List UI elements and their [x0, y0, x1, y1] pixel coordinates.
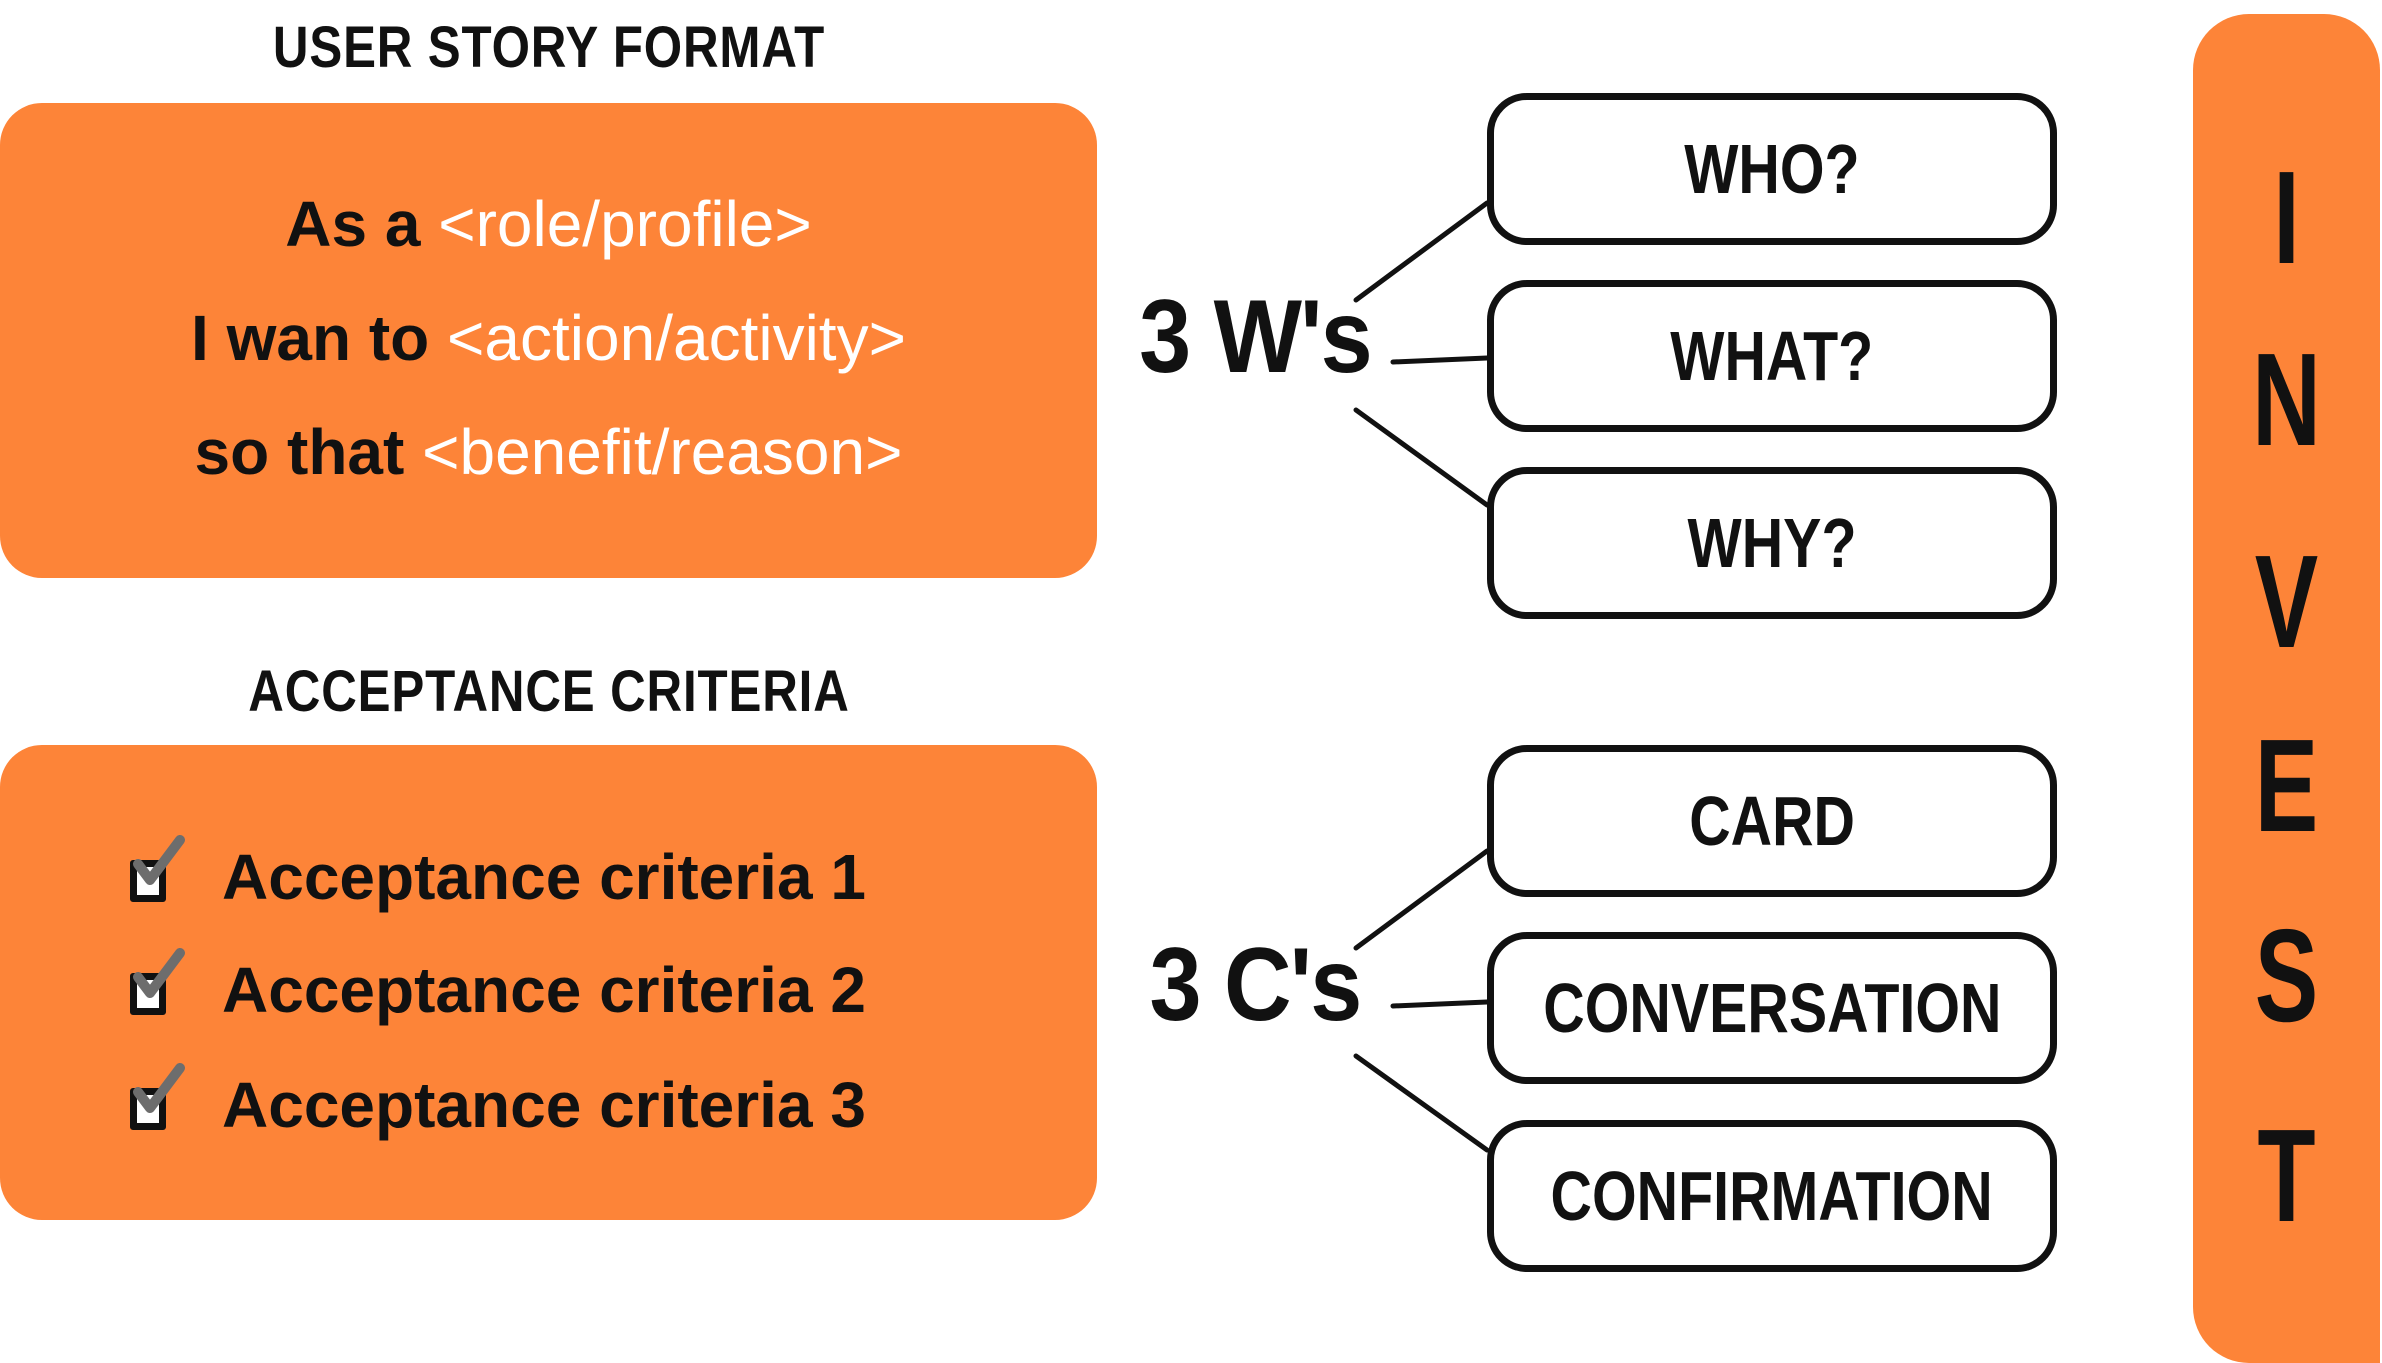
user-story-line-benefit: so that <benefit/reason> — [0, 412, 1097, 492]
pill-card: CARD — [1487, 745, 2057, 897]
invest-bar — [2193, 14, 2380, 1363]
story-prefix: As a — [285, 188, 421, 260]
invest-letter-t: T — [2257, 1102, 2316, 1249]
invest-letter-s: S — [2254, 902, 2319, 1049]
connector-what — [1390, 355, 1490, 365]
invest-letter-i: I — [2273, 144, 2300, 291]
checkbox-icon — [128, 948, 185, 1019]
pill-why: WHY? — [1487, 467, 2057, 619]
user-story-title: USER STORY FORMAT — [272, 15, 826, 80]
criteria-label: Acceptance criteria 2 — [222, 954, 866, 1026]
checkmark-icon — [133, 948, 185, 998]
criteria-row-2: Acceptance criteria 2 — [128, 945, 866, 1035]
criteria-row-1: Acceptance criteria 1 — [128, 832, 866, 922]
checkbox-icon — [128, 835, 185, 906]
connector-who — [1353, 200, 1490, 303]
acceptance-title: ACCEPTANCE CRITERIA — [248, 659, 850, 724]
acceptance-panel — [0, 745, 1097, 1220]
invest-letter-v: V — [2254, 528, 2319, 675]
pill-who: WHO? — [1487, 93, 2057, 245]
three-ws-label: 3 W's — [1139, 279, 1373, 395]
criteria-label: Acceptance criteria 3 — [222, 1069, 866, 1141]
story-highlight: <action/activity> — [447, 302, 906, 374]
pill-conversation: CONVERSATION — [1487, 932, 2057, 1084]
checkbox-icon — [128, 1063, 185, 1134]
user-story-line-role: As a <role/profile> — [0, 184, 1097, 264]
connector-card — [1353, 848, 1490, 951]
three-cs-label: 3 C's — [1149, 927, 1363, 1043]
invest-letter-n: N — [2252, 326, 2321, 473]
story-highlight: <benefit/reason> — [422, 416, 903, 488]
connector-conversation — [1390, 999, 1490, 1009]
criteria-row-3: Acceptance criteria 3 — [128, 1060, 866, 1150]
story-highlight: <role/profile> — [438, 188, 812, 260]
criteria-label: Acceptance criteria 1 — [222, 841, 866, 913]
user-story-line-action: I wan to <action/activity> — [0, 298, 1097, 378]
connector-why — [1353, 407, 1490, 508]
story-prefix: so that — [194, 416, 405, 488]
checkmark-icon — [133, 835, 185, 885]
user-story-panel — [0, 103, 1097, 578]
invest-letter-e: E — [2254, 712, 2319, 859]
pill-what: WHAT? — [1487, 280, 2057, 432]
connector-confirmation — [1353, 1053, 1490, 1153]
checkmark-icon — [133, 1063, 185, 1113]
story-prefix: I wan to — [191, 302, 430, 374]
pill-confirmation: CONFIRMATION — [1487, 1120, 2057, 1272]
